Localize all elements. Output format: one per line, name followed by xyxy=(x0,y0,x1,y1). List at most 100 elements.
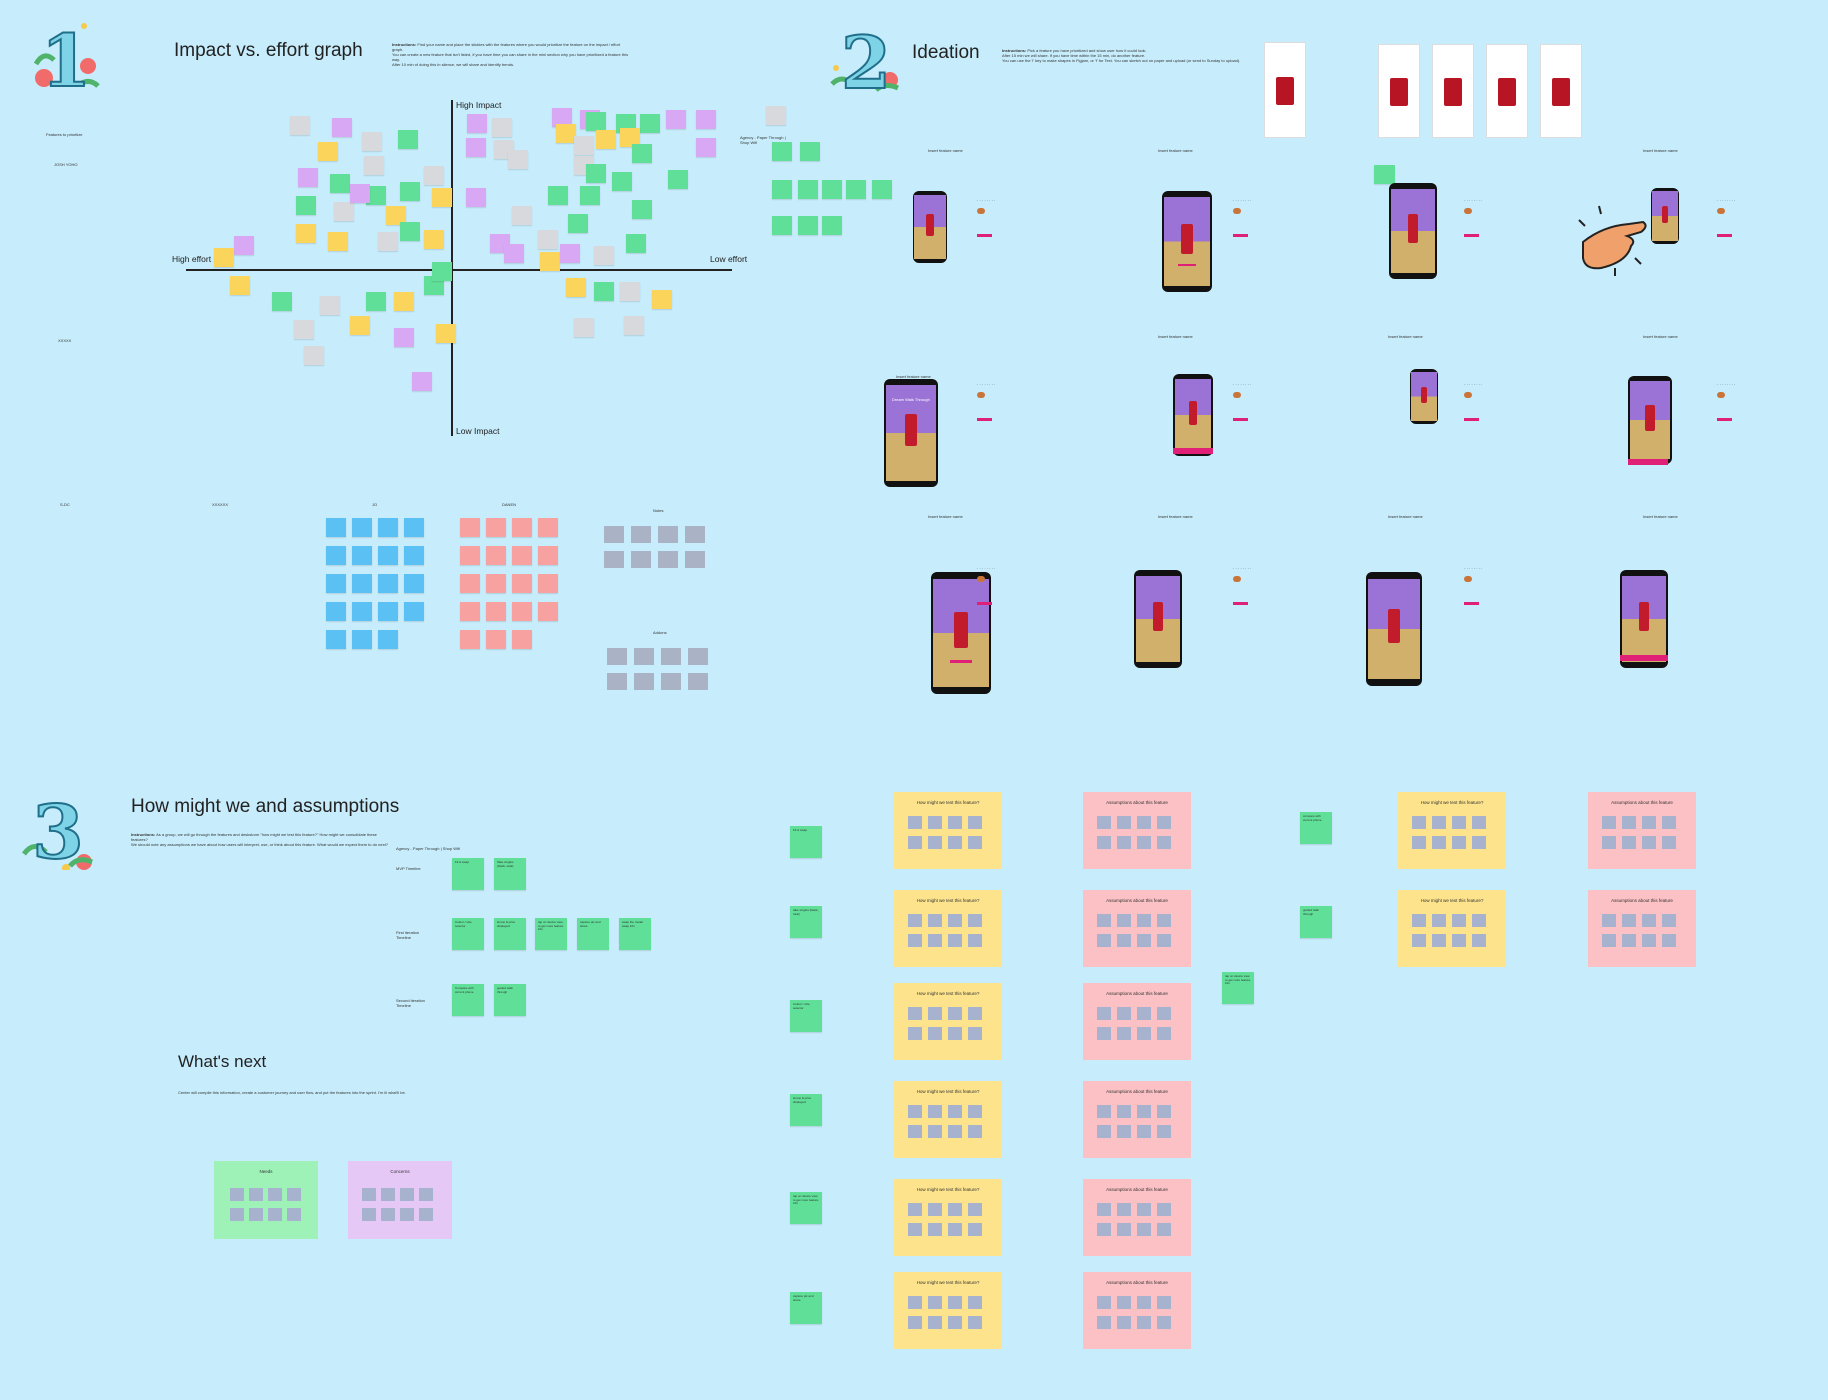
blue-note xyxy=(378,630,398,649)
board-square xyxy=(928,836,942,849)
ideation-label-12: Insert feature name xyxy=(1643,514,1678,519)
addons-square xyxy=(688,673,708,690)
hmw-board-title: How might we test this feature? xyxy=(916,1280,980,1285)
board-square xyxy=(908,836,922,849)
board-square xyxy=(1642,836,1656,849)
graph-right-note xyxy=(798,180,818,199)
row-label-first: First iteration Timeline xyxy=(396,930,420,940)
board-square xyxy=(928,1203,942,1216)
board-square xyxy=(968,1007,982,1020)
concerns-square xyxy=(419,1188,433,1201)
board-square xyxy=(1097,1125,1111,1138)
graph-note xyxy=(666,110,686,129)
group-label-addons: Addons xyxy=(653,630,667,635)
section3-legend: Agency - Paper Through | Shop Wifi xyxy=(396,846,460,851)
needs-square xyxy=(230,1208,244,1221)
board-square xyxy=(1472,914,1486,927)
board-square xyxy=(1097,934,1111,947)
board-square xyxy=(1137,1125,1151,1138)
section1-instructions: Instructions: Find your name and place t… xyxy=(392,42,629,67)
board-square xyxy=(928,934,942,947)
board-square xyxy=(1117,934,1131,947)
board-square xyxy=(1117,914,1131,927)
board-square xyxy=(948,1027,962,1040)
board-square xyxy=(1137,934,1151,947)
board-square xyxy=(1137,914,1151,927)
board-square xyxy=(908,1007,922,1020)
blue-note xyxy=(326,518,346,537)
graph-note xyxy=(432,188,452,207)
ideation-emoji-icon xyxy=(1717,208,1725,214)
salmon-note xyxy=(538,602,558,621)
hmw-board-title: How might we test this feature? xyxy=(916,1089,980,1094)
board-square xyxy=(1602,934,1616,947)
graph-note xyxy=(386,206,406,225)
board-square xyxy=(1412,914,1426,927)
board-square xyxy=(1097,1203,1111,1216)
salmon-note xyxy=(460,546,480,565)
graph-note xyxy=(230,276,250,295)
board-square xyxy=(908,1203,922,1216)
notes-square xyxy=(631,551,651,568)
graph-note xyxy=(586,112,606,131)
phone-mockup-9 xyxy=(931,572,991,694)
hmw-board: How might we test this feature? xyxy=(894,792,1002,869)
addons-square xyxy=(661,673,681,690)
phone-mockup-11 xyxy=(1366,572,1422,686)
section1-title: Impact vs. effort graph xyxy=(174,40,363,61)
board-square xyxy=(968,836,982,849)
ideation-pink-bar xyxy=(1464,602,1479,605)
graph-note xyxy=(394,292,414,311)
board-square xyxy=(1117,1007,1131,1020)
number-two-illustration: 2 xyxy=(826,18,904,106)
whats-next-title: What's next xyxy=(178,1052,267,1071)
board-square xyxy=(1137,1296,1151,1309)
needs-board-title: Needs xyxy=(259,1169,273,1174)
board-square xyxy=(908,934,922,947)
graph-note xyxy=(492,118,512,137)
assumptions-board: Assumptions about this feature xyxy=(1083,983,1191,1060)
assumptions-board: Assumptions about this feature xyxy=(1083,890,1191,967)
assumptions-board-title: Assumptions about this feature xyxy=(1106,1280,1168,1285)
notes-square xyxy=(685,526,705,543)
board-square xyxy=(1642,816,1656,829)
blue-note xyxy=(352,574,372,593)
svg-text:1: 1 xyxy=(41,18,91,98)
graph-note xyxy=(552,108,572,127)
blue-note xyxy=(326,546,346,565)
graph-note xyxy=(624,316,644,335)
board-square xyxy=(1472,836,1486,849)
board-square xyxy=(1432,836,1446,849)
number-three-illustration: 3 xyxy=(20,784,100,877)
salmon-note xyxy=(460,574,480,593)
first-note-3: tap on device view to get more feature i… xyxy=(535,918,567,950)
side-label-x: XXXXX xyxy=(58,338,72,343)
graph-note xyxy=(504,244,524,263)
ideation-note-text: · · · · · · · · xyxy=(1717,198,1736,203)
salmon-note xyxy=(538,546,558,565)
board-square xyxy=(928,914,942,927)
graph-note xyxy=(320,296,340,315)
board-square xyxy=(1097,816,1111,829)
board-square xyxy=(1157,1027,1171,1040)
board-square xyxy=(1452,816,1466,829)
hmw-board: How might we test this feature? xyxy=(894,1272,1002,1349)
assumptions-board-title: Assumptions about this feature xyxy=(1106,1089,1168,1094)
salmon-note xyxy=(460,518,480,537)
board-square xyxy=(1642,914,1656,927)
graph-note xyxy=(512,206,532,225)
graph-note xyxy=(398,130,418,149)
board-square xyxy=(908,1316,922,1329)
ideation-label-11: Insert feature name xyxy=(1388,514,1423,519)
board-square xyxy=(968,1223,982,1236)
board-square xyxy=(1432,816,1446,829)
hmw-board: How might we test this feature? xyxy=(894,983,1002,1060)
addons-square xyxy=(607,673,627,690)
graph-right-note xyxy=(772,142,792,161)
board-square xyxy=(908,816,922,829)
graph-side-note-1: Agency - Paper Through | Shop Wifi xyxy=(740,135,786,145)
notes-square xyxy=(658,526,678,543)
graph-note xyxy=(364,156,384,175)
graph-note xyxy=(298,168,318,187)
board-square xyxy=(928,816,942,829)
